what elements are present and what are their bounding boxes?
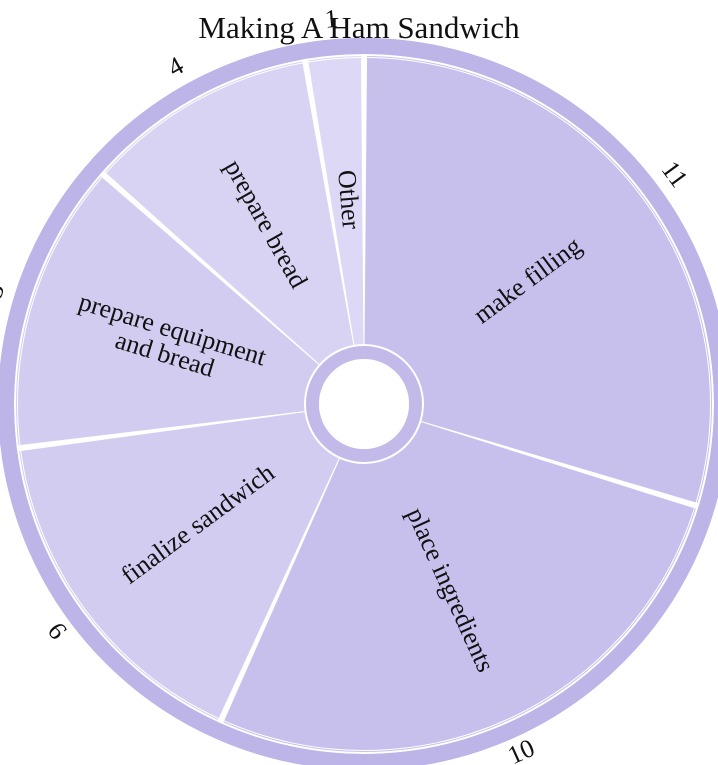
slice-rim-prepare-equipment-and-bread[interactable]	[0, 164, 100, 448]
slice-label-other: Other	[332, 169, 366, 231]
center-hole	[319, 359, 409, 449]
value-label-finalize-sandwich: 6	[42, 617, 73, 645]
value-label-other: 1	[324, 4, 339, 34]
slice-prepare-equipment-and-bread[interactable]	[16, 176, 319, 446]
inner-ring	[306, 346, 422, 462]
slice-rim-other[interactable]	[305, 38, 361, 59]
value-label-prepare-equipment-and-bread: 5	[0, 280, 10, 301]
slice-rim-make-filling[interactable]	[367, 38, 718, 509]
slice-finalize-sandwich[interactable]	[19, 412, 339, 720]
slice-rim-prepare-bread[interactable]	[91, 43, 302, 171]
slice-place-ingredients[interactable]	[223, 422, 696, 752]
slice-guide-other	[308, 57, 361, 63]
value-label-prepare-bread: 4	[163, 51, 188, 83]
slices-layer	[0, 38, 718, 765]
value-label-make-filling: 11	[656, 155, 694, 192]
slice-make-filling[interactable]	[364, 56, 712, 503]
slice-other[interactable]	[308, 56, 364, 345]
slice-prepare-bread[interactable]	[104, 61, 354, 364]
